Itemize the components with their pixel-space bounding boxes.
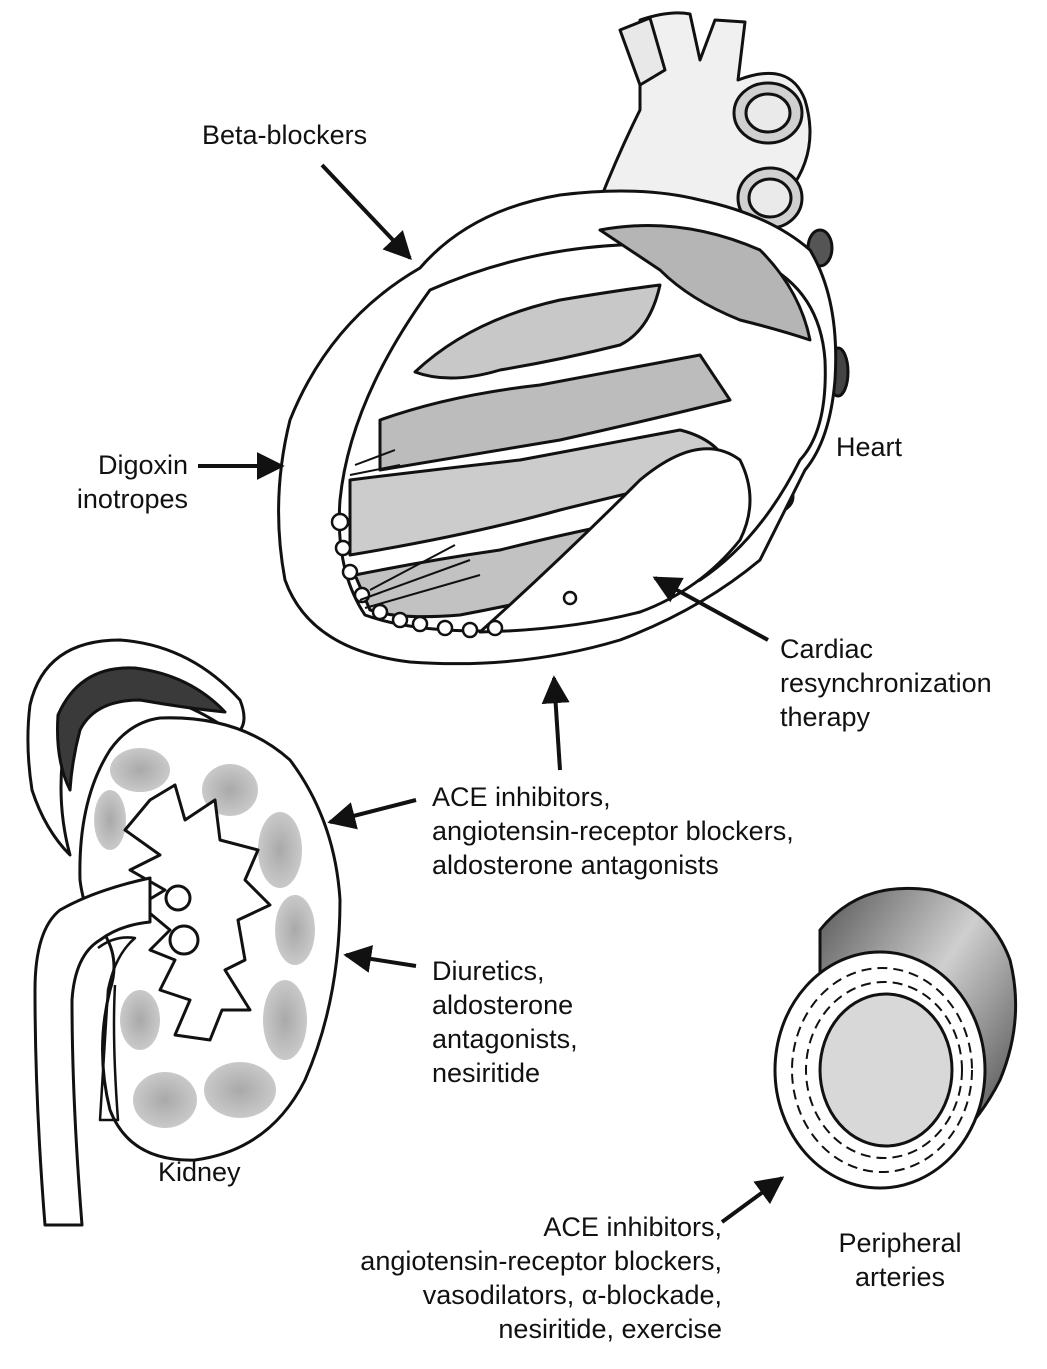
artery-lumen: [820, 994, 952, 1146]
label-diuretics: Diuretics, aldosterone antagonists, nesi…: [432, 954, 578, 1090]
label-arteries-drugs: ACE inhibitors, angiotensin-receptor blo…: [290, 1210, 722, 1346]
label-kidney: Kidney: [158, 1155, 241, 1189]
heart-illustration: [279, 13, 848, 664]
arrow-beta-blockers: [322, 165, 410, 258]
label-heart: Heart: [836, 430, 902, 464]
kidney-illustration: [28, 640, 340, 1225]
renal-vessel-2: [170, 926, 198, 954]
arrow-ace-kidney: [330, 800, 416, 822]
arrow-diuretics: [346, 955, 416, 966]
label-digoxin-inotropes: Digoxin inotropes: [40, 448, 188, 516]
label-beta-blockers: Beta-blockers: [202, 118, 367, 152]
label-cardiac-resynchronization: Cardiac resynchronization therapy: [780, 632, 992, 734]
arrow-ace-heart: [554, 678, 560, 770]
arrow-arteries: [722, 1178, 782, 1222]
artery-illustration: [775, 888, 1016, 1188]
label-peripheral-arteries: Peripheral arteries: [820, 1226, 980, 1294]
label-ace-heart-kidney: ACE inhibitors, angiotensin-receptor blo…: [432, 780, 794, 882]
renal-vessel-1: [166, 886, 190, 910]
